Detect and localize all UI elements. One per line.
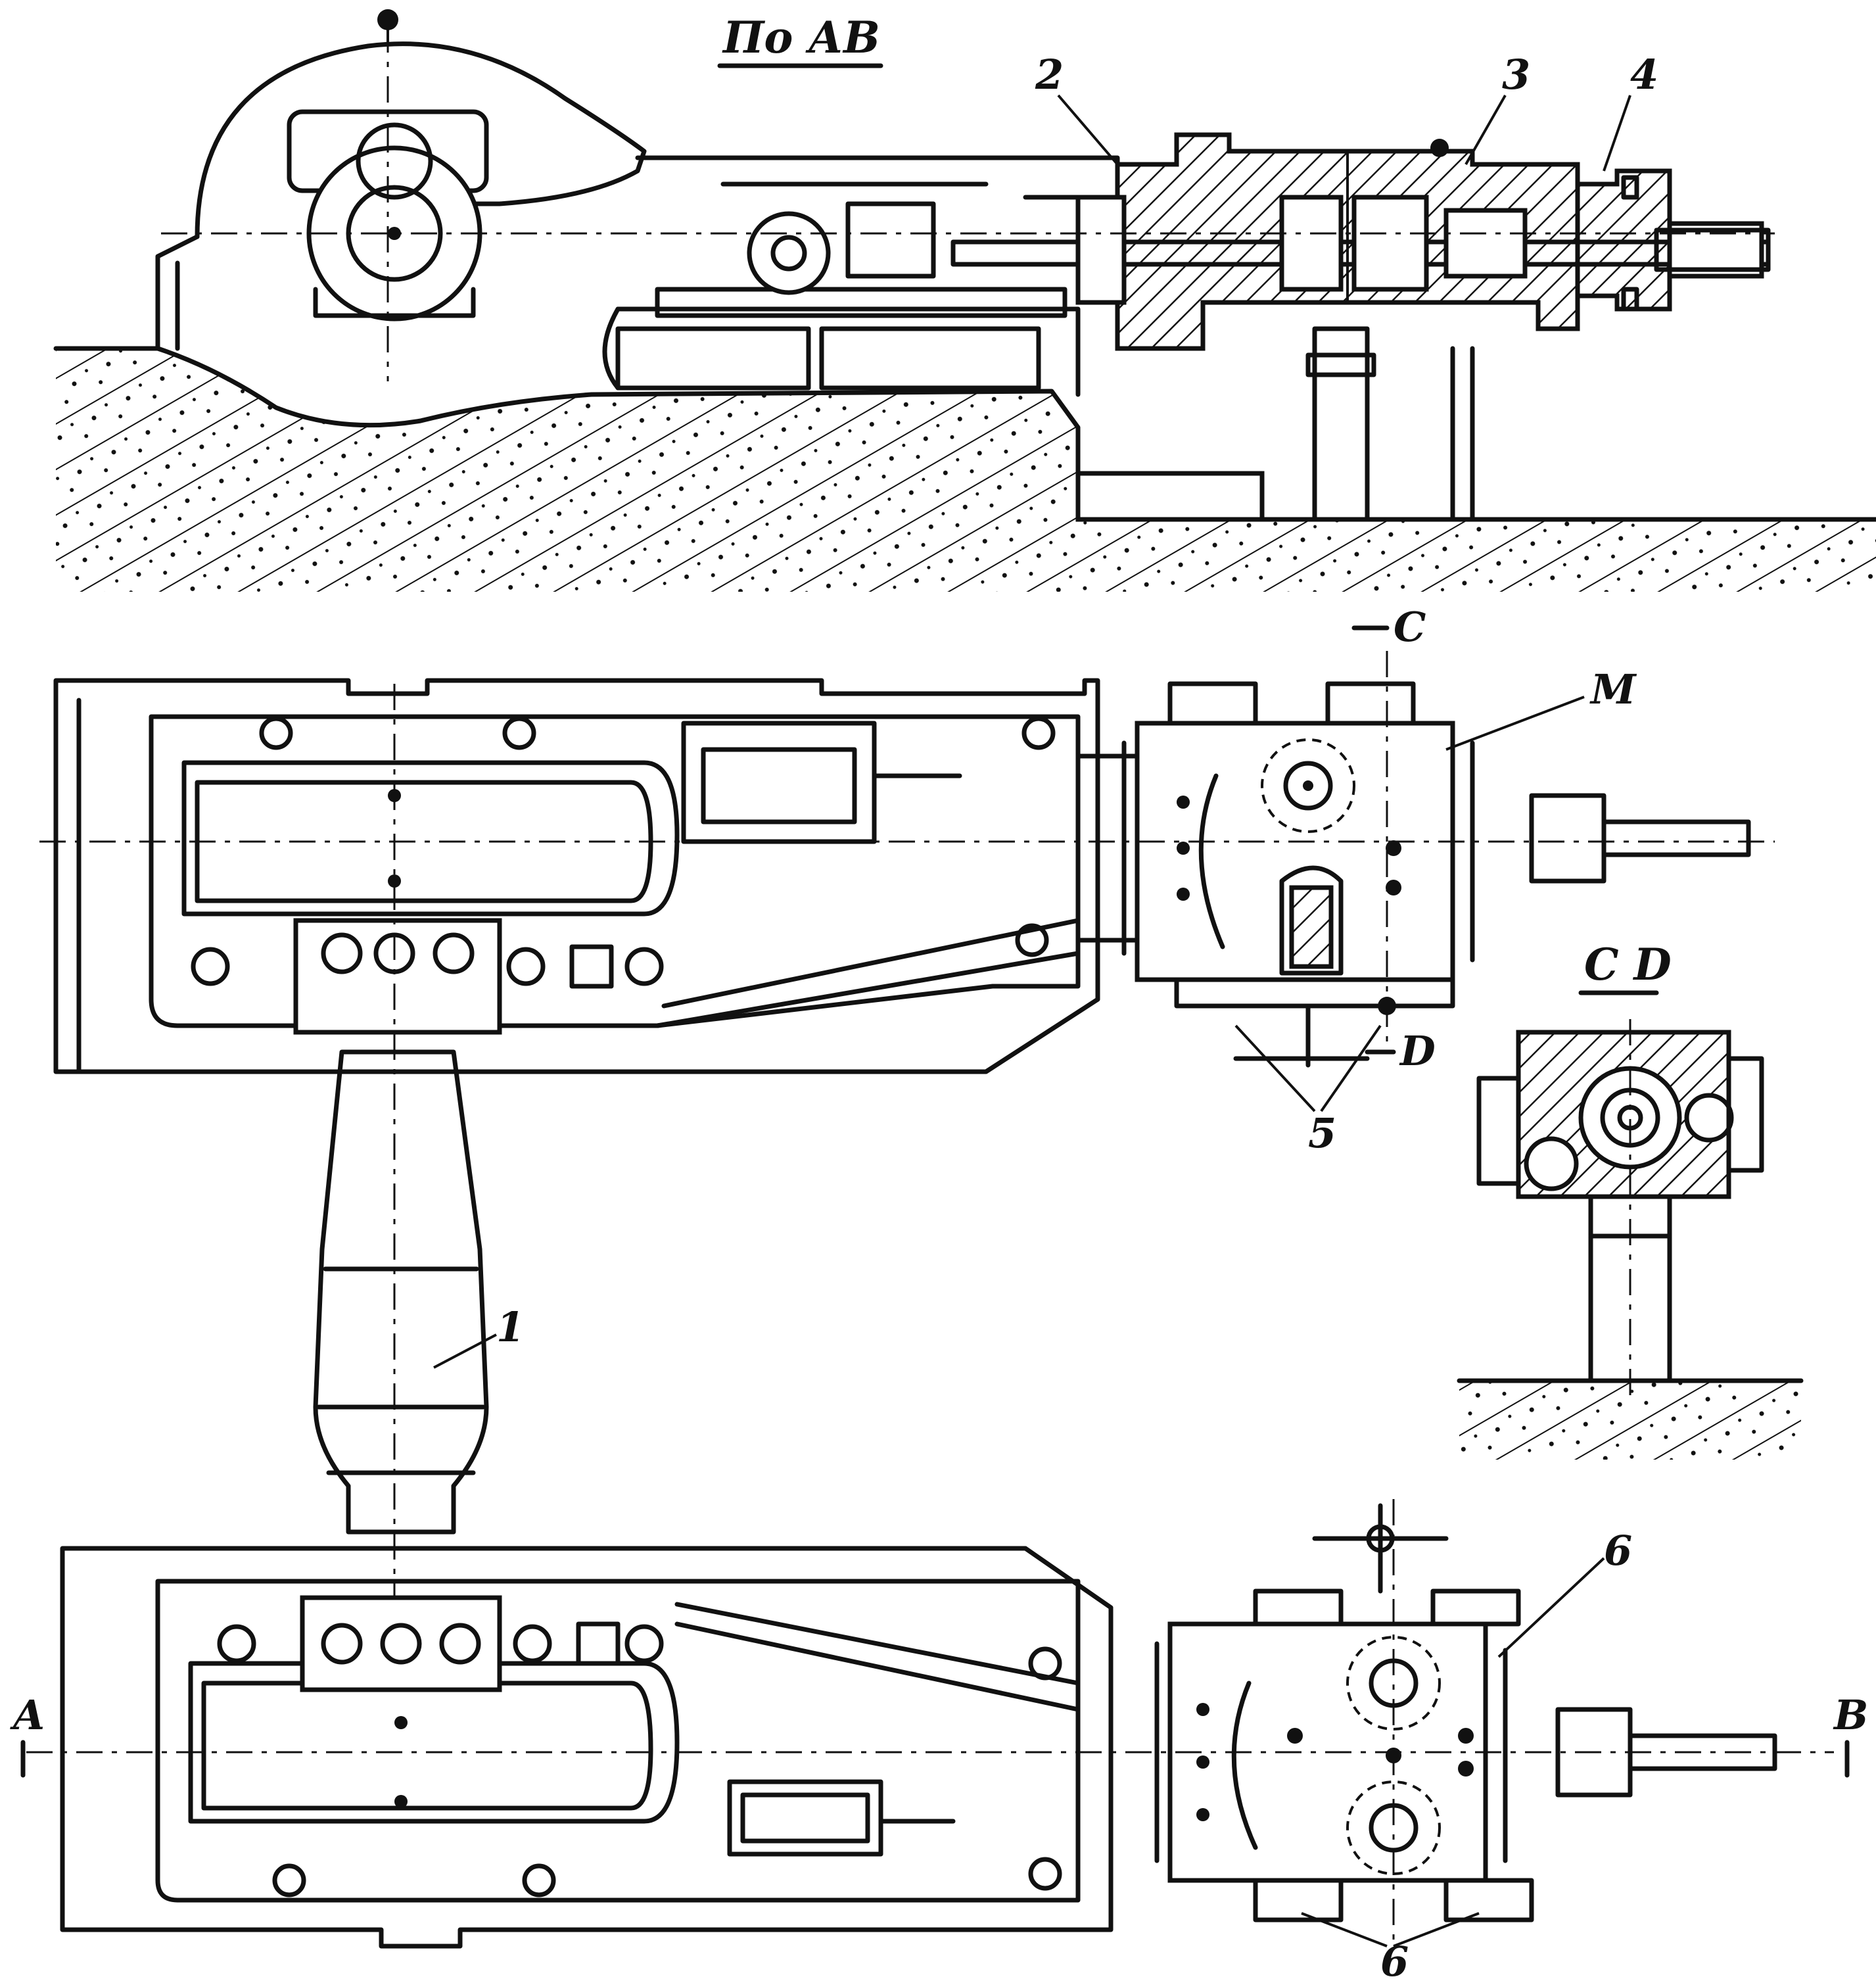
lower-bolts bbox=[217, 1624, 1062, 1897]
lower-connecting-block bbox=[300, 1595, 502, 1692]
upper-gland bbox=[1529, 793, 1606, 884]
upper-bolts bbox=[191, 716, 1056, 986]
section-title-cd: C D bbox=[1584, 939, 1672, 990]
upper-guide-frame bbox=[149, 714, 1081, 1028]
callout-1: 1 bbox=[496, 1303, 525, 1351]
crank-housing bbox=[195, 41, 647, 239]
callout-3: 3 bbox=[1502, 51, 1530, 99]
callout-2: 2 bbox=[1035, 51, 1064, 99]
cut-mark-c: C bbox=[1394, 603, 1426, 651]
lower-crosshead-box bbox=[727, 1779, 883, 1857]
foundation-pocket bbox=[1075, 471, 1265, 522]
frame-body bbox=[635, 155, 1120, 200]
gland-packing bbox=[1575, 168, 1672, 312]
lower-base-plate bbox=[60, 1546, 1114, 1949]
cd-ground bbox=[1459, 1381, 1801, 1460]
callout-4: 4 bbox=[1630, 51, 1658, 99]
support-column bbox=[1312, 326, 1370, 522]
foundation-ground bbox=[56, 348, 1876, 592]
crosshead-pin bbox=[747, 211, 831, 295]
callout-5: 5 bbox=[1308, 1109, 1336, 1157]
connecting-rod: 1 bbox=[313, 1049, 525, 1535]
section-title-ab: По АВ bbox=[722, 12, 880, 63]
side-section-view: По АВ 2 3 4 bbox=[53, 9, 1876, 592]
plan-view-lower: A B 6 6 bbox=[10, 1499, 1868, 1981]
plan-view-upper: M C D 5 bbox=[39, 603, 1775, 1650]
cut-mark-a: A bbox=[10, 1691, 45, 1739]
cut-mark-b: B bbox=[1833, 1691, 1868, 1739]
section-cd-view: C D bbox=[1457, 939, 1804, 1460]
callout-M: M bbox=[1589, 665, 1637, 713]
cut-mark-d: D bbox=[1399, 1027, 1436, 1075]
callout-6-upper: 6 bbox=[1604, 1527, 1632, 1575]
upper-base-plate bbox=[53, 678, 1100, 1074]
